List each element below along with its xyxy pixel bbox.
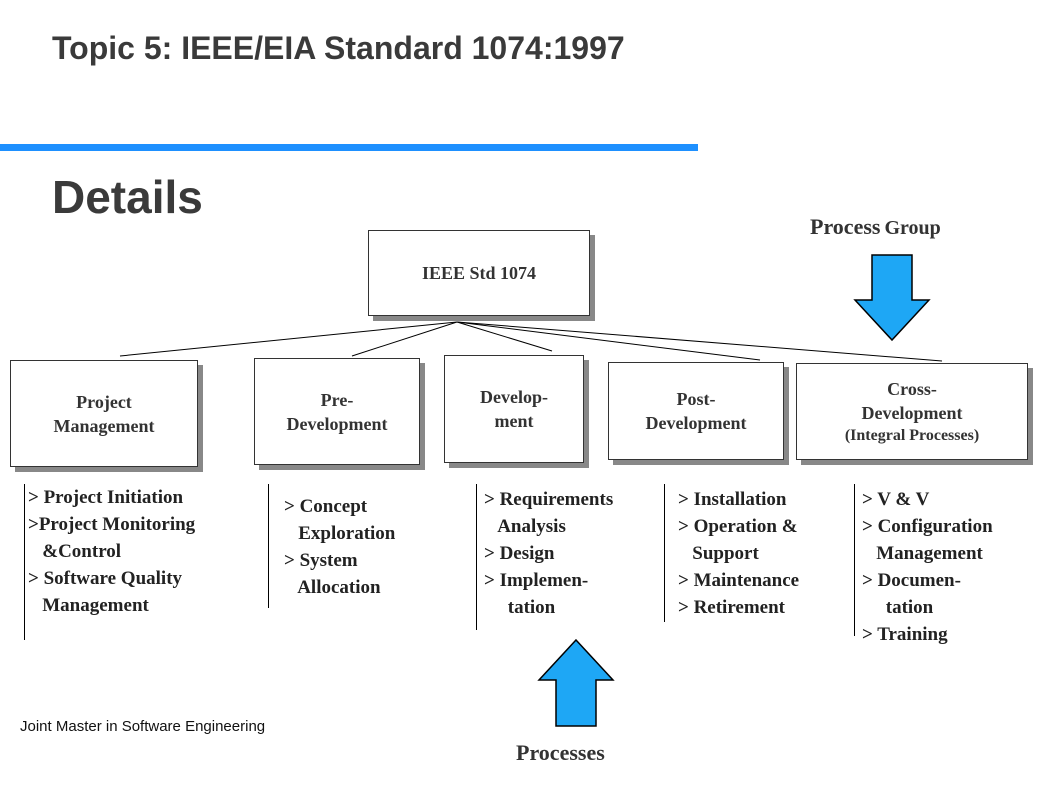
process-list-rule bbox=[24, 484, 25, 640]
processes-label: Processes bbox=[516, 740, 605, 765]
page-subtitle: Details bbox=[52, 171, 203, 223]
process-item: > System bbox=[284, 550, 358, 571]
group-label-line: Management bbox=[53, 415, 155, 436]
process-item: > Project Initiation bbox=[28, 487, 184, 508]
group-box-cross-development: Cross- Development (Integral Processes) bbox=[796, 363, 1028, 460]
group-label-sub: (Integral Processes) bbox=[844, 426, 980, 444]
page-title: Topic 5: IEEE/EIA Standard 1074:1997 bbox=[52, 30, 625, 66]
group-label-line: ment bbox=[494, 411, 534, 431]
process-list-cross-development: > V & V > Configuration Management > Doc… bbox=[862, 486, 993, 648]
process-item: Management bbox=[28, 595, 149, 616]
process-item: Management bbox=[862, 543, 983, 564]
process-item: Allocation bbox=[284, 577, 381, 598]
process-item: > Maintenance bbox=[678, 570, 800, 591]
group-label-line: Project bbox=[76, 391, 132, 412]
root-box: IEEE Std 1074 bbox=[368, 230, 590, 316]
process-list-rule bbox=[854, 484, 855, 636]
title-accent-bar bbox=[0, 144, 698, 151]
process-list-rule bbox=[664, 484, 665, 622]
process-list-rule bbox=[476, 484, 477, 630]
process-item: tation bbox=[862, 597, 934, 618]
group-label-line: Post- bbox=[676, 389, 716, 409]
process-item: > Design bbox=[484, 543, 555, 564]
group-box-development: Develop- ment bbox=[444, 355, 584, 463]
group-label-line: Cross- bbox=[887, 378, 937, 399]
group-box-pre-development: Pre- Development bbox=[254, 358, 420, 465]
group-label-line: Development bbox=[286, 413, 388, 434]
process-item: > Operation & bbox=[678, 516, 798, 537]
process-item: > Installation bbox=[678, 489, 787, 510]
process-item: > Concept bbox=[284, 496, 368, 517]
process-list-rule bbox=[268, 484, 269, 608]
connector-post-development bbox=[456, 321, 761, 361]
process-item: > Software Quality bbox=[28, 568, 183, 589]
process-item: > Training bbox=[862, 624, 948, 645]
root-box-label: IEEE Std 1074 bbox=[421, 263, 537, 283]
group-box-post-development: Post- Development bbox=[608, 362, 784, 460]
process-list-post-development: > Installation > Operation & Support > M… bbox=[678, 486, 799, 621]
process-item: > Documen- bbox=[862, 570, 961, 591]
process-list-pre-development: > Concept Exploration > System Allocatio… bbox=[284, 493, 395, 601]
connector-development bbox=[456, 321, 553, 352]
process-item: Exploration bbox=[284, 523, 396, 544]
process-item: Analysis bbox=[484, 516, 566, 537]
process-group-label: Process Group bbox=[810, 214, 941, 240]
connector-cross-development bbox=[456, 321, 943, 362]
process-item: > Requirements bbox=[484, 489, 614, 510]
process-item: > Retirement bbox=[678, 597, 786, 618]
process-group-word: Group bbox=[884, 217, 941, 239]
group-label-line: Pre- bbox=[320, 389, 354, 410]
process-item: Support bbox=[678, 543, 759, 564]
process-list-development: > Requirements Analysis > Design > Imple… bbox=[484, 486, 613, 621]
process-item: tation bbox=[484, 597, 556, 618]
group-box-project-management: Project Management bbox=[10, 360, 198, 467]
connector-project-management bbox=[119, 321, 458, 357]
connector-pre-development bbox=[351, 321, 458, 357]
process-item: &Control bbox=[28, 541, 122, 562]
process-item: >Project Monitoring bbox=[28, 514, 196, 535]
footer-text: Joint Master in Software Engineering bbox=[20, 718, 266, 735]
process-item: > Configuration bbox=[862, 516, 993, 537]
down-arrow-icon bbox=[853, 254, 931, 342]
group-label-line: Development bbox=[645, 413, 747, 433]
process-list-project-management: > Project Initiation >Project Monitoring… bbox=[28, 484, 195, 619]
process-item: > V & V bbox=[862, 489, 930, 510]
group-label-line: Development bbox=[861, 402, 963, 423]
up-arrow-icon bbox=[537, 638, 615, 727]
group-label-line: Develop- bbox=[480, 387, 548, 407]
process-item: > Implemen- bbox=[484, 570, 589, 591]
process-group-word: Process bbox=[810, 214, 881, 239]
